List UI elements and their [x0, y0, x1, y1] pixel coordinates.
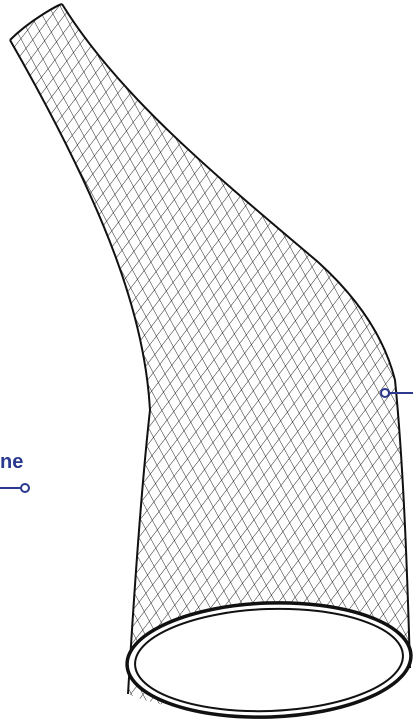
callout-pointer-left-icon [0, 483, 30, 493]
tube-opening [125, 601, 413, 719]
callout-pointer-right-icon [380, 388, 413, 398]
tube-outline-left [9, 3, 152, 695]
callout-label-left: ne [0, 451, 24, 473]
tube-outline-right [61, 3, 411, 669]
